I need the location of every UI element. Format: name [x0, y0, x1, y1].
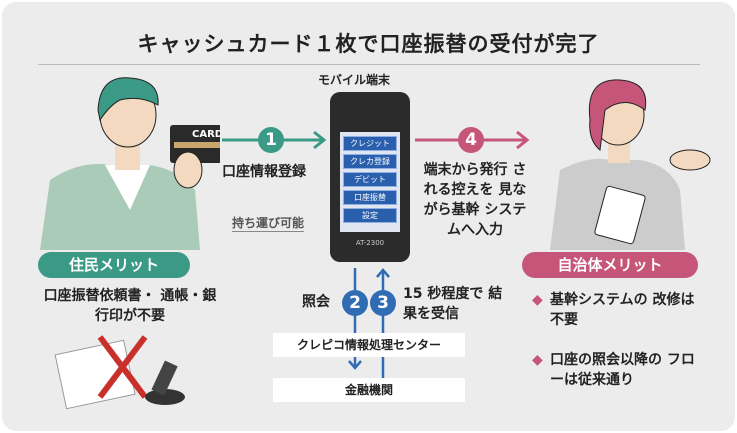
- step-1-label: 口座情報登録: [222, 164, 306, 180]
- municipality-merit-item: 口座の照会以降の フローは従来通り: [550, 352, 695, 388]
- step-3-badge: 3: [370, 290, 396, 316]
- screen-button[interactable]: クレカ登録: [343, 154, 397, 169]
- screen-button[interactable]: 口座振替: [343, 190, 397, 205]
- mobile-terminal: クレジット クレカ登録 デビット 口座振替 設定 AT-2300: [330, 92, 410, 262]
- municipality-illustration: [550, 79, 711, 250]
- terminal-screen: クレジット クレカ登録 デビット 口座振替 設定: [340, 132, 400, 232]
- step-4-label: 端末から発行 される控えを 見ながら基幹 システムへ入力: [423, 162, 527, 238]
- step-2-label: 照会: [302, 294, 330, 310]
- municipality-merit-item: 基幹システムの 改修は不要: [550, 292, 695, 328]
- resident-merit-label: 住民メリット: [38, 252, 190, 278]
- diamond-icon: ◆: [532, 352, 543, 368]
- model-label: AT-2300: [355, 239, 385, 247]
- resident-merit-text: 口座振替依頼書・ 通帳・銀行印が不要: [43, 288, 217, 324]
- step-1-badge: 1: [258, 127, 284, 153]
- resident-illustration: CARD: [40, 77, 220, 250]
- step-3-label: 15 秒程度で 結果を受信: [403, 286, 503, 322]
- crepico-center-box: クレピコ情報処理センター: [273, 333, 465, 357]
- page-title: キャッシュカード１枚で口座振替の受付が完了: [137, 32, 600, 56]
- step-4-badge: 4: [458, 127, 484, 153]
- municipality-merit-label: 自治体メリット: [522, 252, 698, 278]
- screen-button[interactable]: 設定: [343, 208, 397, 223]
- card-label: CARD: [192, 129, 220, 140]
- divider: [38, 64, 700, 65]
- device-label: モバイル端末: [318, 73, 391, 87]
- arrows-step2-3: [348, 268, 390, 378]
- screen-button[interactable]: デビット: [343, 172, 397, 187]
- screen-button[interactable]: クレジット: [343, 136, 397, 151]
- diamond-icon: ◆: [532, 292, 543, 308]
- step-2-badge: 2: [342, 290, 368, 316]
- documents-illustration: [54, 335, 185, 410]
- portable-label: 持ち運び可能: [232, 216, 305, 232]
- bank-box: 金融機関: [273, 378, 465, 402]
